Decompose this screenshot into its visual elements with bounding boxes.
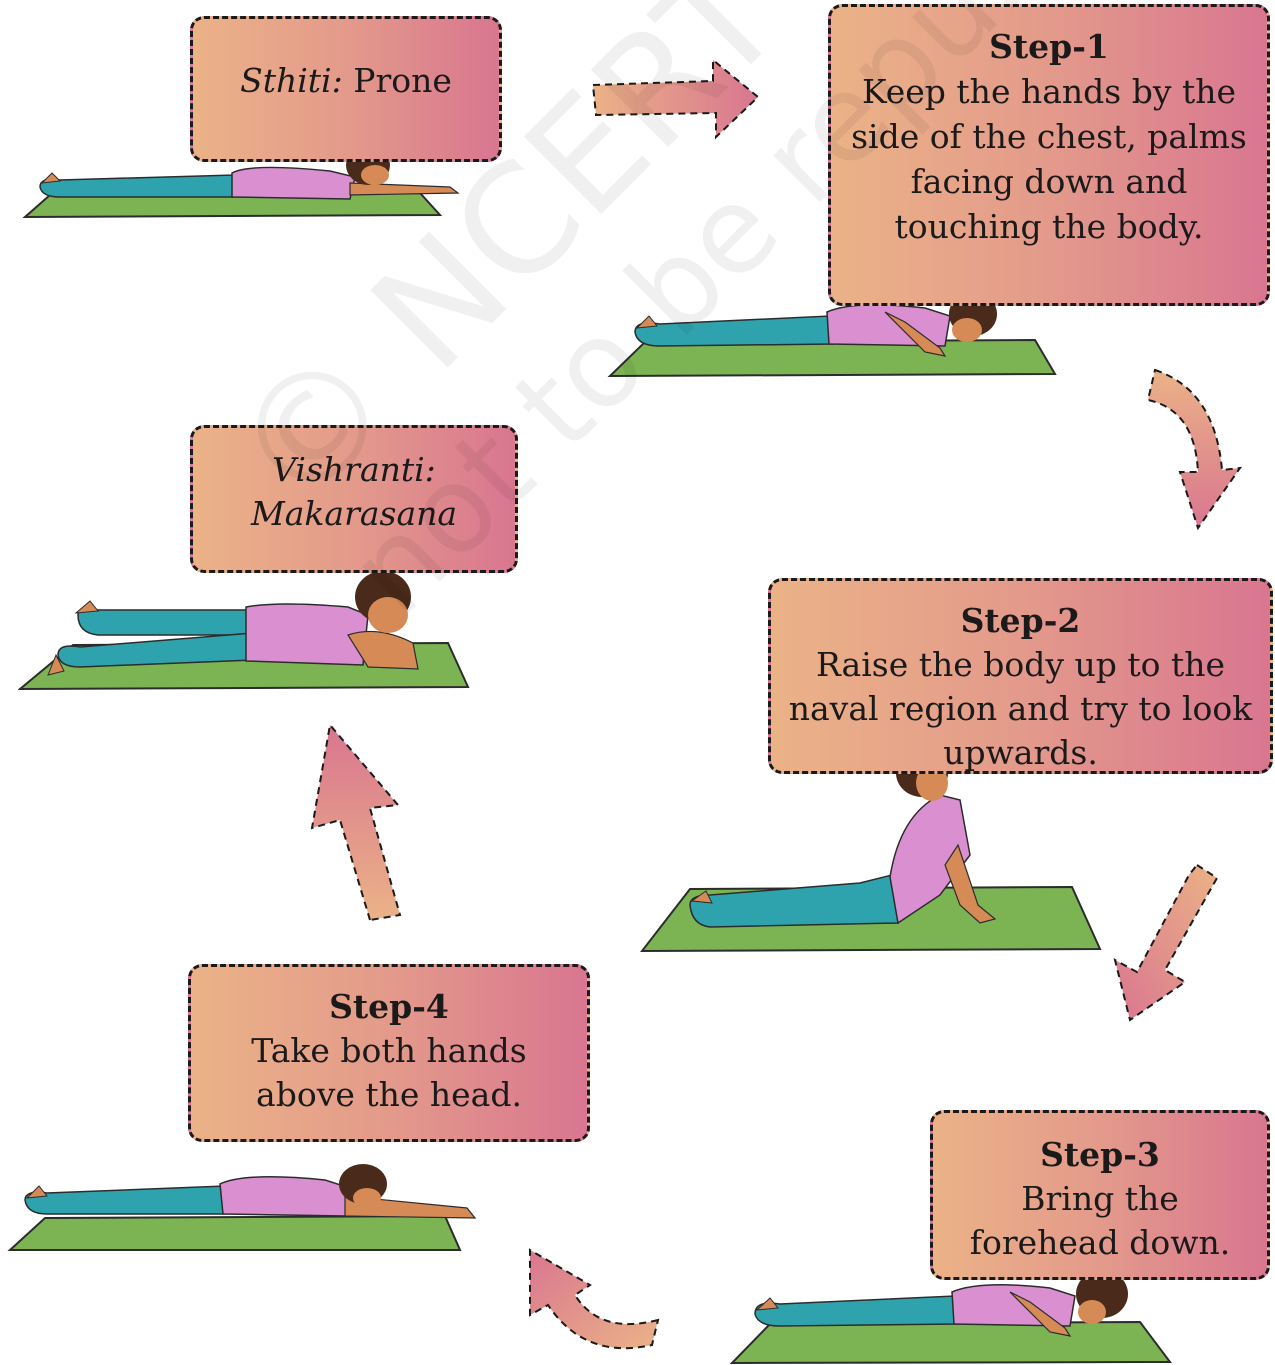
step-4-title: Step-4 (201, 985, 577, 1029)
sthiti-value: Prone (353, 61, 452, 100)
vishranti-label: Vishranti: (203, 448, 505, 492)
step-1-title: Step-1 (841, 25, 1257, 69)
sthiti-box: Sthiti: Prone (190, 16, 502, 162)
step-4-box: Step-4 Take both hands above the head. (188, 964, 590, 1142)
cobra-figure-step-2 (640, 745, 1102, 955)
sthiti-label: Sthiti: (240, 61, 343, 100)
arrow-step-1-to-step-2 (1140, 360, 1250, 535)
step-2-title: Step-2 (781, 599, 1260, 643)
step-3-title: Step-3 (943, 1133, 1257, 1177)
step-1-box: Step-1 Keep the hands by the side of the… (828, 4, 1270, 306)
arrow-step-4-to-vishranti (300, 710, 410, 925)
step-4-text: Take both hands above the head. (201, 1029, 577, 1117)
arrow-sthiti-to-step-1 (588, 55, 768, 145)
step-1-text: Keep the hands by the side of the chest,… (841, 69, 1257, 249)
vishranti-box: Vishranti: Makarasana (190, 425, 518, 573)
prone-figure-step-4 (5, 1158, 480, 1253)
arrow-step-2-to-step-3 (1105, 860, 1225, 1025)
step-2-text: Raise the body up to the naval region an… (781, 643, 1260, 775)
step-3-box: Step-3 Bring the forehead down. (930, 1110, 1270, 1280)
step-3-text: Bring the forehead down. (943, 1177, 1257, 1265)
step-2-box: Step-2 Raise the body up to the naval re… (768, 578, 1273, 774)
vishranti-value: Makarasana (203, 492, 505, 536)
arrow-step-3-to-step-4 (520, 1245, 665, 1360)
makarasana-figure (18, 565, 470, 695)
